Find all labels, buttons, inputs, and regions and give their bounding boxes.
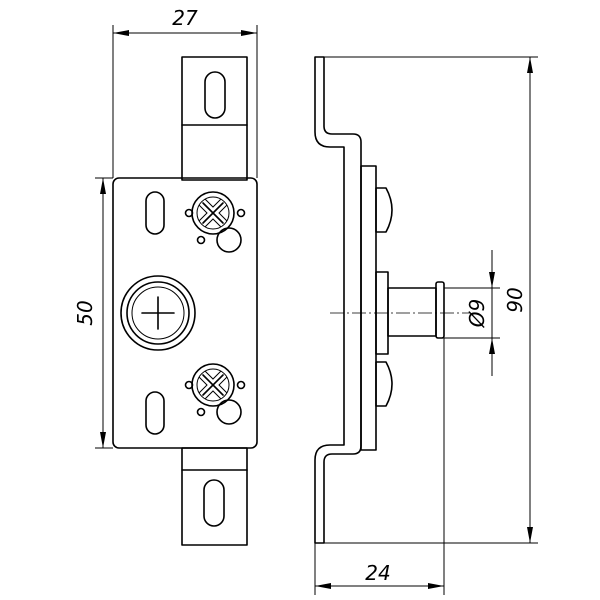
side-screw-bottom bbox=[375, 361, 393, 407]
dim-height-plate: 50 bbox=[73, 177, 113, 449]
dim-diameter-pin: Ø9 bbox=[444, 250, 500, 376]
bottom-tab-slot bbox=[203, 479, 225, 527]
plate-slot-bottom bbox=[145, 391, 165, 435]
dim-height-total: 90 bbox=[324, 56, 538, 544]
front-view bbox=[112, 56, 258, 546]
side-pin-shaft bbox=[387, 287, 437, 337]
main-plate bbox=[112, 177, 258, 449]
top-tab bbox=[181, 56, 248, 181]
dim-depth-bottom-label: 24 bbox=[365, 561, 390, 585]
dim-depth-bottom: 24 bbox=[314, 338, 445, 595]
side-plate-profile bbox=[314, 56, 362, 544]
bottom-tab bbox=[181, 447, 248, 546]
dim-width-top-label: 27 bbox=[172, 6, 198, 30]
plate-slot-top bbox=[145, 191, 165, 235]
side-screw-top bbox=[375, 187, 393, 233]
dim-width-top: 27 bbox=[112, 6, 258, 178]
dim-diameter-pin-label: Ø9 bbox=[465, 299, 489, 328]
screw-top bbox=[184, 191, 246, 253]
screw-bottom bbox=[184, 363, 246, 425]
central-pin bbox=[120, 275, 196, 351]
side-view bbox=[314, 56, 470, 544]
dim-height-plate-label: 50 bbox=[73, 300, 97, 325]
top-tab-slot bbox=[204, 71, 226, 119]
side-pin-collar bbox=[435, 281, 445, 339]
side-inner-plate bbox=[360, 165, 377, 451]
dim-height-total-label: 90 bbox=[503, 287, 527, 312]
